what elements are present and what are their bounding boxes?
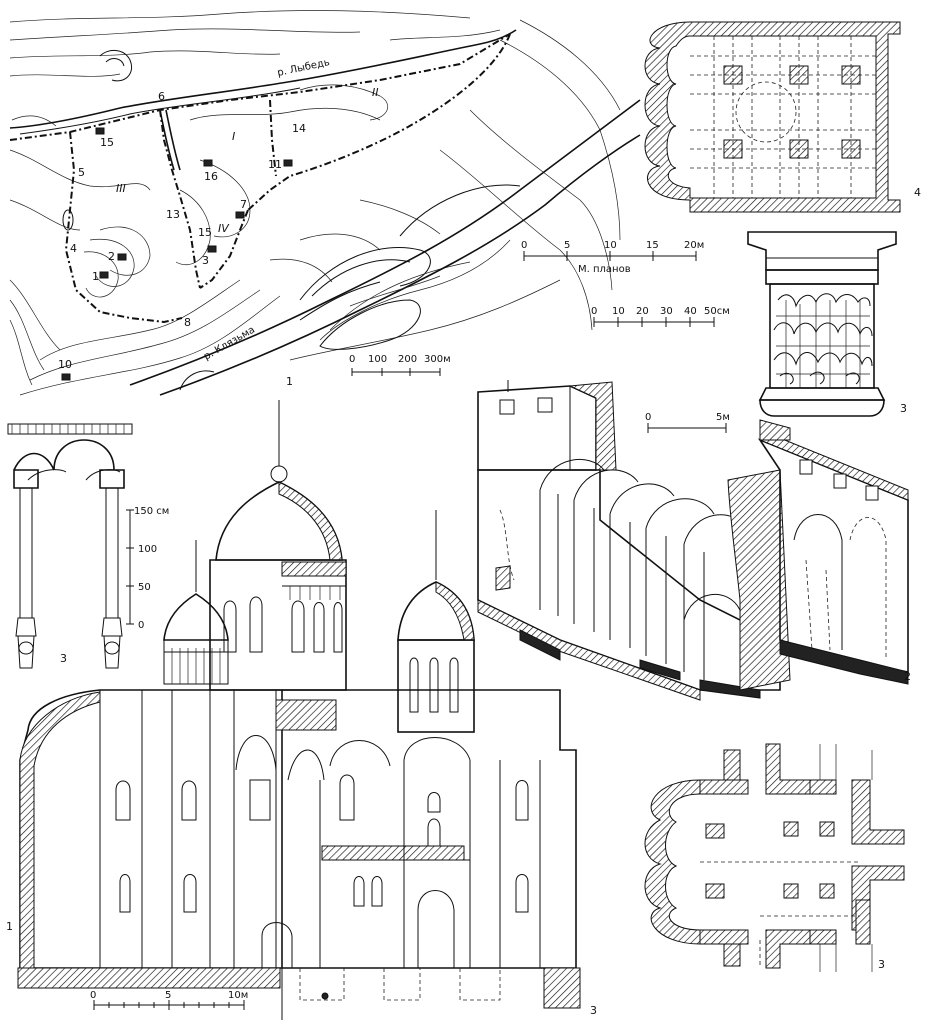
colonnette-scale-100: 100	[138, 544, 157, 555]
site-label-8: 8	[184, 316, 191, 329]
site-label-13: 13	[166, 208, 180, 221]
iso-scale-tick-5: 5м	[716, 412, 730, 423]
plan-scale-tick-0: 0	[521, 240, 527, 251]
capital-scale-bar: 0 10 20 30 40 50см	[591, 306, 730, 327]
map-scale-bar: 0 100 200 300м 1	[286, 354, 451, 388]
map-site-labels: 15 5 4 2 1 6 16 11 14 13 15 7 3 8 10 I I…	[58, 57, 379, 381]
gallery-arches	[539, 458, 749, 690]
site-label-4: 4	[70, 242, 77, 255]
section-right-number: 3	[590, 1004, 597, 1017]
plan-scale-tick-5: 5	[564, 240, 570, 251]
river-lybed	[9, 29, 517, 135]
acanthus-leaves	[773, 293, 873, 388]
capital-drawing: 3	[747, 231, 907, 417]
cathedral-section: 0 5 10м 1 3	[6, 400, 597, 1020]
section-left-number: 1	[6, 920, 13, 933]
section-scale-tick-0: 0	[90, 990, 96, 1001]
site-label-6: 6	[158, 90, 165, 103]
site-label-2: 2	[108, 250, 115, 263]
map-panel-number: 1	[286, 375, 293, 388]
capital-panel-number: 3	[900, 402, 907, 415]
section-windows	[115, 774, 529, 969]
iso-scale-tick-0: 0	[645, 412, 651, 423]
site-label-12: 15	[100, 136, 114, 149]
district-label-III: III	[116, 182, 126, 195]
capital-scale-tick-30: 30	[660, 306, 673, 317]
plan-scale-tick-20: 20м	[684, 240, 704, 251]
site-label-3: 3	[202, 254, 209, 267]
capital-scale-tick-50: 50см	[704, 306, 730, 317]
site-label-10: 10	[58, 358, 72, 371]
site-label-11: 11	[268, 158, 282, 171]
river-klyazma	[129, 99, 641, 396]
plan-4-panel-number: 4	[914, 186, 921, 199]
site-label-15: 15	[198, 226, 212, 239]
colonnette-arcade: 150 см 100 50 0 3	[7, 423, 169, 669]
capital-scale-tick-20: 20	[636, 306, 649, 317]
plan-scale-caption: М. планов	[578, 264, 631, 275]
plan-3-panel-number: 3	[878, 958, 885, 971]
drum-windows	[223, 596, 343, 653]
church-plan-4: 4	[644, 21, 921, 213]
district-label-I: I	[232, 130, 235, 143]
river-klyazma-label: р. Клязьма	[202, 325, 257, 363]
site-label-1: 1	[92, 270, 99, 283]
site-label-7: 7	[240, 198, 247, 211]
capital-scale-tick-0: 0	[591, 306, 597, 317]
capital-scale-tick-10: 10	[612, 306, 625, 317]
colonnette-scale-0: 0	[138, 620, 144, 631]
colonnette-scale-150: 150 см	[134, 506, 169, 517]
map-scale-tick-0: 0	[349, 354, 355, 365]
iso-panel-number: 2	[904, 670, 911, 683]
plan-scale-tick-15: 15	[646, 240, 659, 251]
site-label-16: 16	[204, 170, 218, 183]
site-label-5: 5	[78, 166, 85, 179]
city-map: 15 5 4 2 1 6 16 11 14 13 15 7 3 8 10 I I…	[9, 10, 641, 396]
capital-scale-tick-40: 40	[684, 306, 697, 317]
map-scale-tick-200: 200	[398, 354, 417, 365]
district-label-II: II	[372, 86, 379, 99]
district-label-IV: IV	[218, 222, 230, 235]
map-scale-tick-300: 300м	[424, 354, 451, 365]
map-scale-tick-100: 100	[368, 354, 387, 365]
contour-lines	[9, 10, 621, 396]
fortification-walls	[9, 33, 511, 324]
colonnette-scale-50: 50	[138, 582, 151, 593]
plan-scale-bar: 0 5 10 15 20м М. планов	[521, 240, 704, 275]
isometric-gallery: 0 5м 2	[477, 380, 911, 701]
colonnette-panel-number: 3	[60, 652, 67, 665]
section-scale-tick-10: 10м	[228, 990, 248, 1001]
church-plan-3: 3	[644, 743, 905, 972]
section-scale-tick-5: 5	[165, 990, 171, 1001]
site-label-14: 14	[292, 122, 306, 135]
plan-scale-tick-10: 10	[604, 240, 617, 251]
